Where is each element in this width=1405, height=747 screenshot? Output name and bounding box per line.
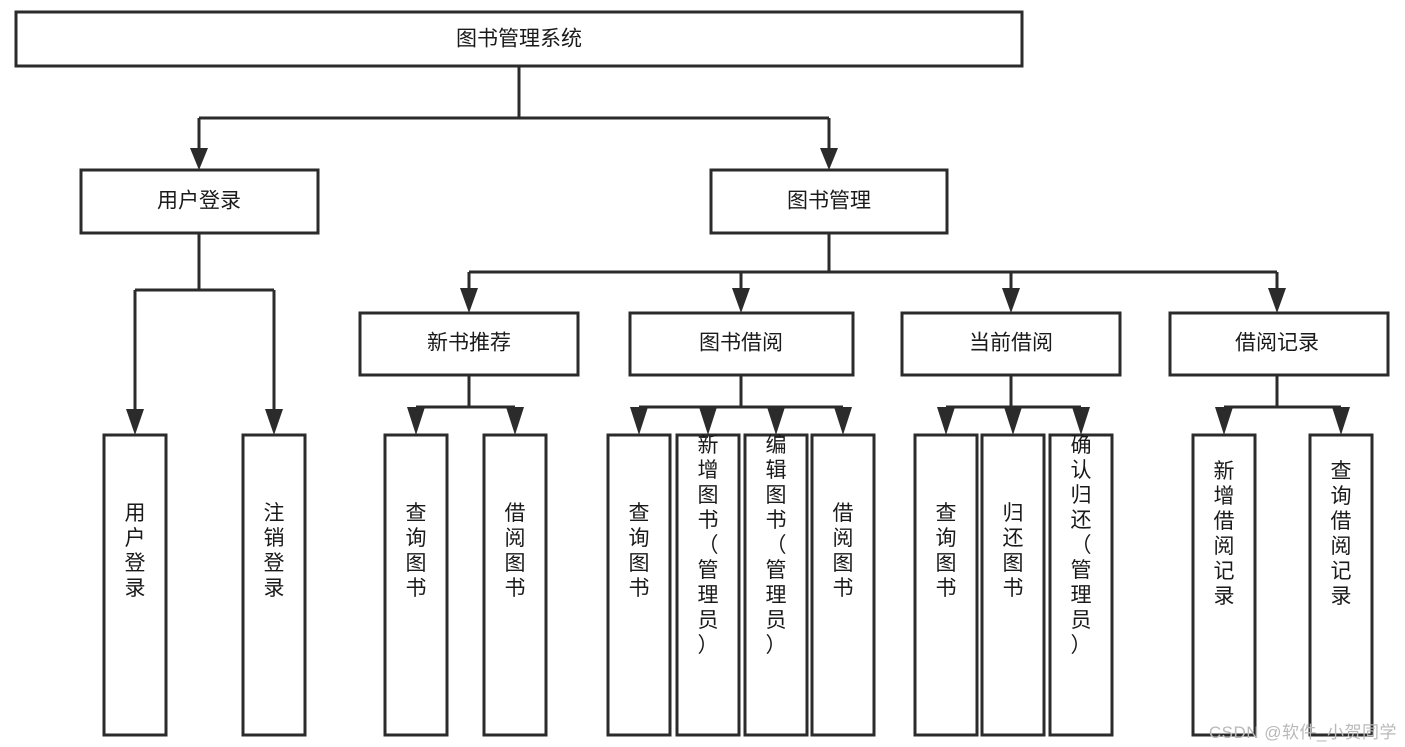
node-leaf-borrow-record-2-label: 查询借阅记录	[1331, 460, 1352, 608]
connector-layer	[126, 66, 1350, 435]
node-leaf-borrow-record-1-label: 新增借阅记录	[1214, 460, 1235, 608]
node-leaf-current-borrow-1-label: 查询图书	[936, 502, 957, 600]
node-leaf-user-login-1-label: 用户登录	[125, 502, 146, 600]
node-leaf-book-borrow-4-label: 借阅图书	[833, 502, 854, 600]
node-borrow-record-label: 借阅记录	[1235, 332, 1319, 355]
node-leaf-user-login-2-label: 注销登录	[264, 502, 285, 600]
arrow-nbr-1	[407, 407, 425, 435]
node-book-management-label: 图书管理	[787, 190, 871, 213]
node-user-login[interactable]: 用户登录	[79, 168, 320, 235]
node-leaf-user-login-2[interactable]: 注销登录	[241, 433, 307, 737]
node-leaf-book-borrow-1-label: 查询图书	[629, 502, 650, 600]
arrow-br-2	[1332, 407, 1350, 435]
node-leaf-borrow-record-1-box[interactable]	[1191, 433, 1257, 737]
arrow-book-mgmt	[820, 148, 838, 170]
node-leaf-current-borrow-3-label: 确认归还（管理员）	[1071, 434, 1092, 657]
node-root[interactable]: 图书管理系统	[14, 10, 1024, 68]
arrow-bb-4	[834, 407, 852, 435]
node-current-borrow-box[interactable]	[900, 311, 1122, 377]
arrow-l3-4	[1268, 288, 1286, 313]
arrow-cb-1	[937, 407, 955, 435]
node-leaf-book-borrow-1[interactable]: 查询图书	[606, 433, 672, 737]
node-leaf-new-book-2[interactable]: 借阅图书	[482, 433, 548, 737]
node-leaf-user-login-2-box[interactable]	[241, 433, 307, 737]
node-user-login-label: 用户登录	[157, 190, 241, 213]
arrow-bb-1	[630, 407, 648, 435]
arrow-l3-3	[1002, 288, 1020, 313]
node-book-management-box[interactable]	[709, 168, 949, 235]
node-leaf-new-book-2-box[interactable]	[482, 433, 548, 737]
node-leaf-book-borrow-2-box[interactable]	[675, 433, 741, 737]
node-leaf-new-book-1-label: 查询图书	[406, 502, 427, 600]
node-leaf-new-book-2-label: 借阅图书	[505, 502, 526, 600]
node-book-borrow-label: 图书借阅	[699, 332, 783, 355]
arrow-l3-1	[460, 288, 478, 313]
node-leaf-borrow-record-2[interactable]: 查询借阅记录	[1308, 433, 1374, 737]
node-new-book-recommend-box[interactable]	[358, 311, 580, 377]
node-leaf-book-borrow-2-label: 新增图书（管理员）	[698, 434, 719, 657]
node-leaf-current-borrow-1-box[interactable]	[913, 433, 979, 737]
node-leaf-book-borrow-1-box[interactable]	[606, 433, 672, 737]
node-leaf-borrow-record-1[interactable]: 新增借阅记录	[1191, 433, 1257, 737]
node-leaf-current-borrow-2-label: 归还图书	[1003, 502, 1024, 600]
node-leaf-new-book-1-box[interactable]	[383, 433, 449, 737]
node-user-login-box[interactable]	[79, 168, 320, 235]
arrow-ul-1	[126, 409, 144, 435]
node-borrow-record-box[interactable]	[1168, 311, 1390, 377]
node-leaf-new-book-1[interactable]: 查询图书	[383, 433, 449, 737]
node-leaf-book-borrow-3-label: 编辑图书（管理员）	[766, 434, 787, 657]
node-leaf-user-login-1[interactable]: 用户登录	[102, 433, 168, 737]
node-root-label: 图书管理系统	[456, 28, 582, 51]
node-book-borrow[interactable]: 图书借阅	[628, 311, 855, 377]
arrow-user-login	[190, 148, 208, 170]
node-current-borrow[interactable]: 当前借阅	[900, 311, 1122, 377]
node-leaf-current-borrow-2[interactable]: 归还图书	[980, 433, 1046, 737]
node-book-management[interactable]: 图书管理	[709, 168, 949, 235]
arrow-nbr-2	[506, 407, 524, 435]
arrow-l3-2	[732, 288, 750, 313]
csdn-watermark: CSDN @软件_小贺同学	[1208, 723, 1397, 742]
node-new-book-recommend-label: 新书推荐	[427, 332, 511, 355]
node-leaf-book-borrow-2[interactable]: 新增图书（管理员）	[675, 433, 741, 737]
node-leaf-user-login-1-box[interactable]	[102, 433, 168, 737]
arrow-bb-2	[699, 407, 717, 435]
node-leaf-book-borrow-3-box[interactable]	[743, 433, 809, 737]
node-leaf-current-borrow-3-box[interactable]	[1048, 433, 1114, 737]
node-root-box[interactable]	[14, 10, 1024, 68]
node-leaf-current-borrow-1[interactable]: 查询图书	[913, 433, 979, 737]
node-leaf-current-borrow-2-box[interactable]	[980, 433, 1046, 737]
node-leaf-book-borrow-3[interactable]: 编辑图书（管理员）	[743, 433, 809, 737]
node-leaf-book-borrow-4-box[interactable]	[810, 433, 876, 737]
node-leaf-current-borrow-3[interactable]: 确认归还（管理员）	[1048, 433, 1114, 737]
node-book-borrow-box[interactable]	[628, 311, 855, 377]
node-leaf-book-borrow-4[interactable]: 借阅图书	[810, 433, 876, 737]
arrow-cb-2	[1004, 407, 1022, 435]
node-borrow-record[interactable]: 借阅记录	[1168, 311, 1390, 377]
node-new-book-recommend[interactable]: 新书推荐	[358, 311, 580, 377]
arrow-ul-2	[265, 409, 283, 435]
node-current-borrow-label: 当前借阅	[969, 332, 1053, 355]
arrow-br-1	[1215, 407, 1233, 435]
arrow-bb-3	[767, 407, 785, 435]
arrow-cb-3	[1072, 407, 1090, 435]
node-leaf-borrow-record-2-box[interactable]	[1308, 433, 1374, 737]
